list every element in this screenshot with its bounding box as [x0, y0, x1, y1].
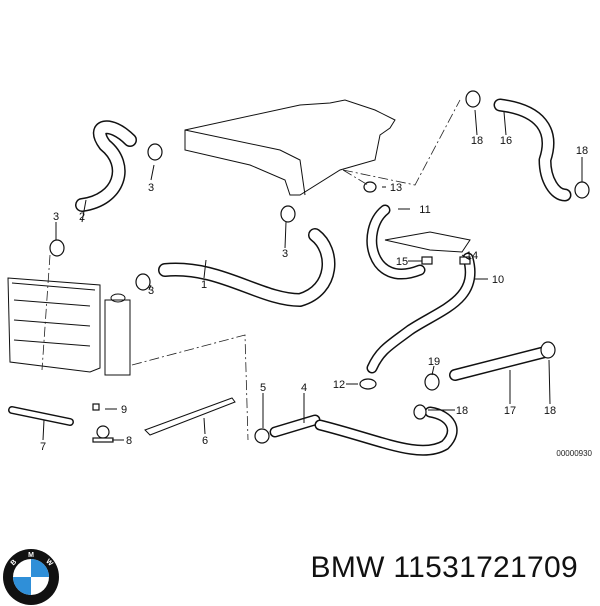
svg-text:W: W	[44, 558, 54, 568]
bmw-logo: M B W	[3, 549, 59, 605]
callout-4: 13	[390, 182, 402, 194]
cooling-hose-parts-diagram: 18 16 18 3 13 11 3 2 14 15 3 10 3 1 19 5 4 12 18 17 18 9 8 7 6 0…	[7, 90, 593, 458]
part-number: BMW 11531721709	[310, 551, 578, 584]
pipe-part-6	[144, 397, 236, 436]
callout-21: 9	[121, 404, 127, 416]
callout-2: 18	[576, 145, 588, 157]
svg-text:B: B	[10, 559, 19, 568]
callout-15: 5	[260, 382, 266, 394]
engine-block	[184, 99, 396, 196]
svg-text:M: M	[28, 552, 34, 559]
callout-24: 6	[202, 435, 208, 447]
callout-3: 3	[148, 182, 154, 194]
callout-10: 3	[282, 248, 288, 260]
callout-5: 11	[419, 204, 430, 216]
callout-9: 15	[396, 256, 408, 268]
callout-12: 3	[148, 285, 154, 297]
callout-labels: 18 16 18 3 13 11 3 2 14 15 3 10 3 1 19 5 4 12 18 17 18 9 8 7 6	[40, 135, 588, 453]
callout-11: 10	[492, 274, 504, 286]
hose-clamps	[49, 90, 590, 444]
callout-ticks	[42, 109, 583, 441]
leader-lines	[41, 99, 461, 441]
callout-1: 16	[500, 135, 512, 147]
callout-0: 18	[471, 135, 483, 147]
callout-17: 12	[333, 379, 345, 391]
callout-23: 7	[40, 441, 46, 453]
hoses	[8, 98, 572, 456]
radiator	[7, 277, 131, 376]
clamp-part-8	[92, 403, 114, 443]
callout-14: 19	[428, 356, 440, 368]
callout-22: 8	[126, 435, 132, 447]
drawing-code: 00000930	[556, 449, 592, 458]
callout-6: 3	[53, 211, 59, 223]
callout-13: 1	[201, 279, 207, 291]
callout-20: 18	[544, 405, 556, 417]
callout-19: 17	[504, 405, 516, 417]
callout-16: 4	[301, 382, 307, 394]
callout-18: 18	[456, 405, 468, 417]
callout-8: 14	[466, 250, 478, 262]
callout-7: 2	[79, 211, 85, 223]
